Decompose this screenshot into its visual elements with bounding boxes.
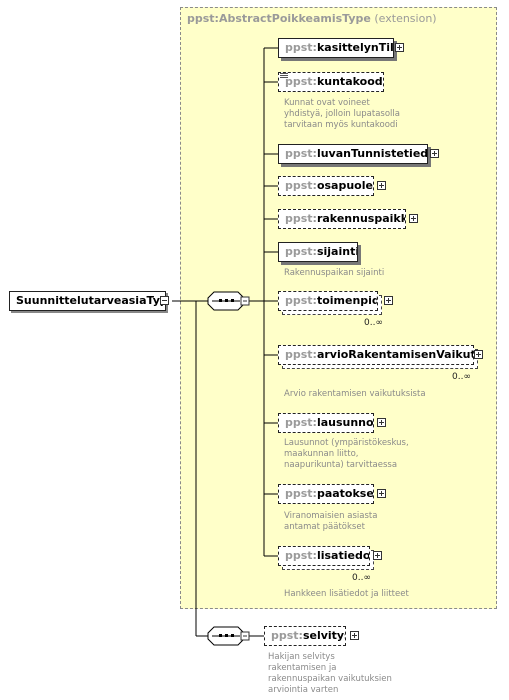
element-sijainti[interactable]: ppst:sijainti — [278, 242, 358, 262]
multiplicity: 0..∞ — [364, 318, 383, 328]
expand-icon[interactable] — [377, 418, 386, 427]
sequence-compositor-secondary — [207, 626, 250, 646]
element-description: Arvio rakentamisen vaikutuksista — [284, 389, 426, 399]
documentation-icon — [280, 72, 288, 81]
expand-icon[interactable] — [395, 43, 404, 52]
sequence-compositor-main — [207, 291, 250, 311]
multiplicity: 0..∞ — [452, 372, 471, 382]
element-paatokset[interactable]: ppst:paatokset — [278, 484, 374, 504]
element-osapuolet[interactable]: ppst:osapuolet — [278, 176, 374, 196]
element-kasittelynTila[interactable]: ppst:kasittelynTila — [278, 38, 394, 58]
element-selvitys[interactable]: ppst:selvitys — [264, 626, 346, 646]
element-lausunnot[interactable]: ppst:lausunnot — [278, 413, 374, 433]
expand-icon[interactable] — [350, 631, 359, 640]
element-arvioRakentamisenVaikutuksista[interactable]: ppst:arvioRakentamisenVaikutu... — [278, 345, 474, 365]
element-description: Hankkeen lisätiedot ja liitteet — [284, 589, 409, 599]
element-rakennuspaikka[interactable]: ppst:rakennuspaikka — [278, 209, 406, 229]
expand-icon[interactable] — [373, 551, 382, 560]
element-description: Lausunnot (ympäristökeskus,maakunnan lii… — [284, 438, 409, 470]
element-luvanTunnistetiedot[interactable]: ppst:luvanTunnistetiedot — [278, 144, 428, 164]
expand-icon[interactable] — [384, 296, 393, 305]
expand-icon[interactable] — [377, 181, 386, 190]
element-kuntakoodi[interactable]: ppst:kuntakoodi — [278, 72, 384, 92]
element-toimenpide[interactable]: ppst:toimenpide — [278, 291, 378, 311]
extension-title: ppst:AbstractPoikkeamisType (extension) — [187, 12, 437, 25]
collapse-icon[interactable] — [160, 296, 169, 305]
element-lisatiedot[interactable]: ppst:lisatiedot — [278, 546, 370, 566]
expand-icon[interactable] — [474, 350, 483, 359]
expand-icon[interactable] — [430, 149, 439, 158]
multiplicity: 0..∞ — [352, 573, 371, 583]
expand-icon[interactable] — [409, 214, 418, 223]
expand-icon[interactable] — [377, 489, 386, 498]
element-description: Rakennuspaikan sijainti — [284, 268, 385, 278]
root-type[interactable]: SuunnittelutarveasiaType — [9, 291, 166, 311]
